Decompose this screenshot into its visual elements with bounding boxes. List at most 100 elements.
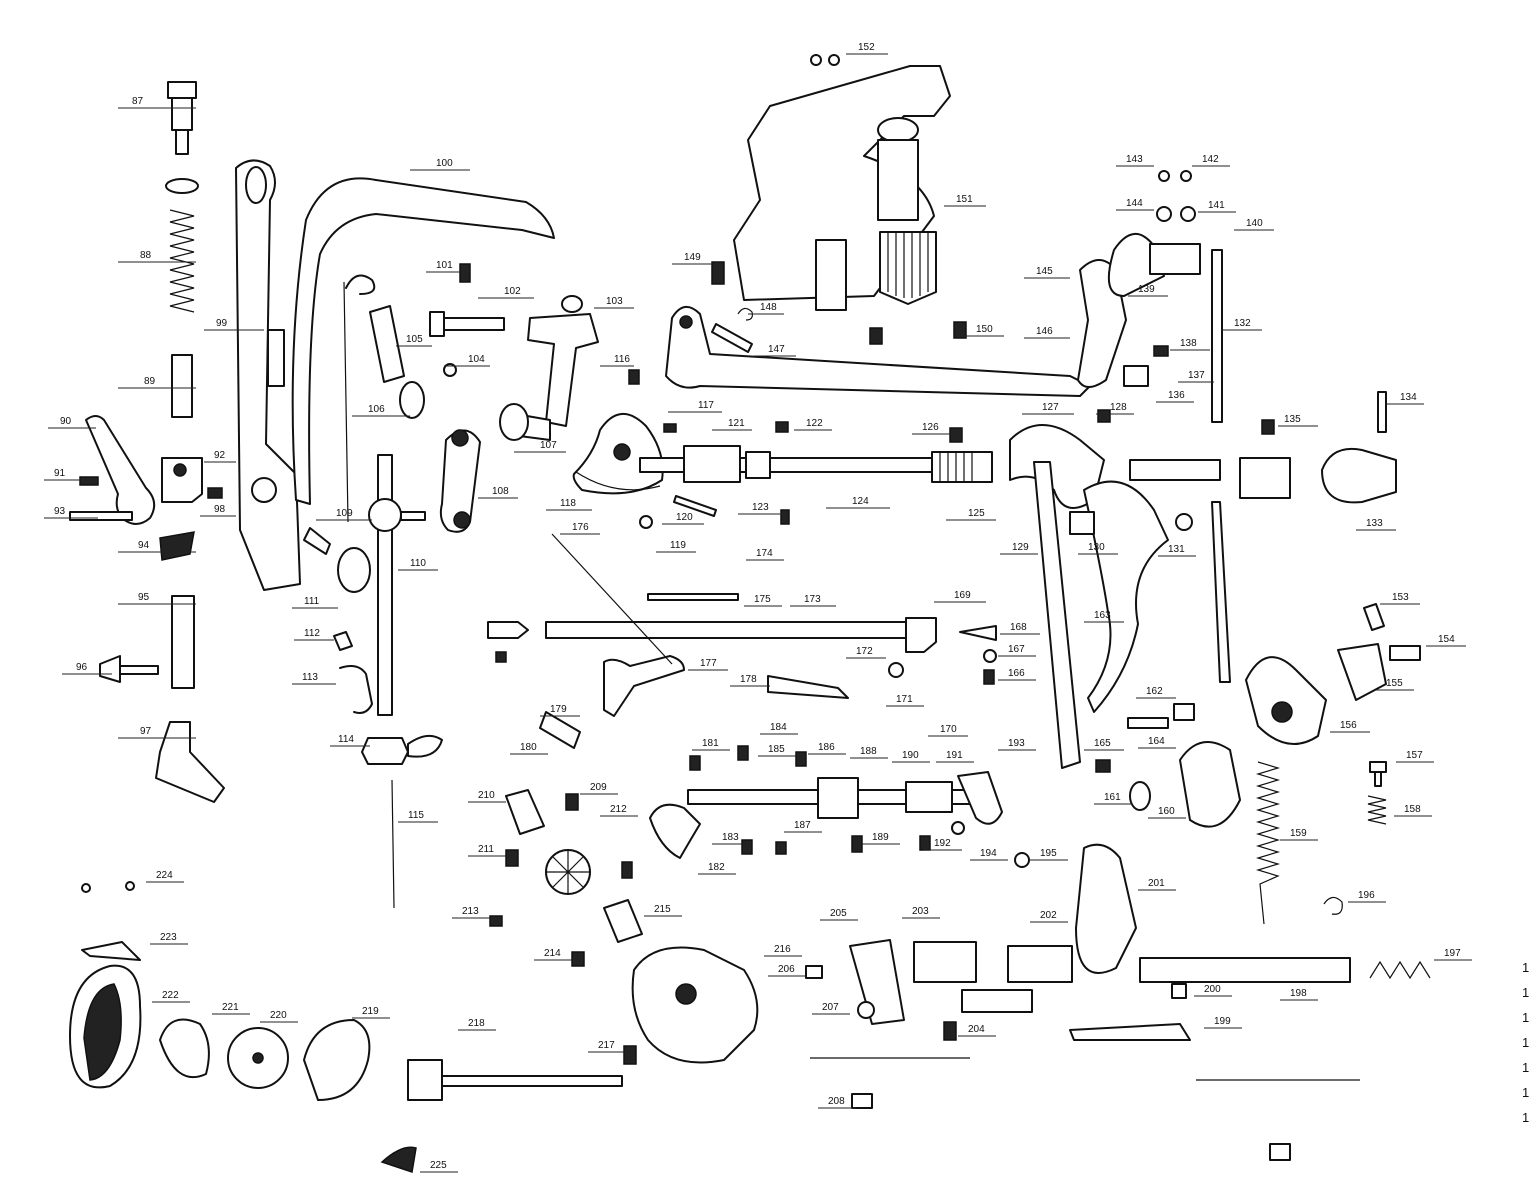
edge-mark: 1: [1522, 985, 1529, 1000]
part-126-screw: [949, 427, 963, 443]
part-136-stud: [1123, 365, 1149, 387]
part-label: 97: [140, 726, 152, 737]
part-88-spring: [169, 209, 195, 313]
part-193-crank: [957, 771, 1003, 825]
part-92-hole: [173, 463, 187, 477]
part-label: 184: [770, 722, 787, 733]
part-label: 221: [222, 1002, 239, 1013]
part-labels: 8788899091929394959697989910010110210310…: [54, 42, 1461, 1171]
part-112-screw: [333, 631, 353, 651]
part-142-screw: [1180, 170, 1192, 182]
part-97-presser-foot: [155, 721, 225, 803]
part-169-clamp: [905, 617, 937, 653]
part-label: 131: [1168, 544, 1185, 555]
part-label: 125: [968, 508, 985, 519]
part-189-screw: [851, 835, 863, 853]
part-116-screw: [628, 369, 640, 385]
part-label: 136: [1168, 390, 1185, 401]
part-191-collar: [905, 781, 953, 813]
main-shaft-assembly: [639, 391, 1397, 769]
part-151-boss: [877, 117, 919, 143]
part-label: 199: [1214, 1016, 1231, 1027]
part-label: 123: [752, 502, 769, 513]
part-148-clip: [737, 307, 753, 321]
part-146-link: [665, 306, 1091, 397]
part-label: 92: [214, 450, 226, 461]
part-102-pin: [429, 311, 505, 337]
part-153-screw: [1363, 603, 1385, 631]
part-111-thumbscrew: [303, 527, 331, 555]
part-label: 217: [598, 1040, 615, 1051]
part-151-knurl-lines: [887, 232, 929, 298]
part-194-nut: [951, 821, 965, 835]
presser-bar-assembly: [69, 81, 555, 803]
part-label: 191: [946, 750, 963, 761]
part-183-screw: [741, 839, 753, 855]
part-135-bushing: [1239, 457, 1291, 499]
part-label: 93: [54, 506, 66, 517]
part-200-screw: [1171, 983, 1187, 999]
part-label: 87: [132, 96, 144, 107]
part-label: 215: [654, 904, 671, 915]
part-label: 106: [368, 404, 385, 415]
edge-mark: 1: [1522, 1085, 1529, 1100]
part-label: 120: [676, 512, 693, 523]
part-label: 116: [614, 354, 630, 365]
part-90-lever: [85, 415, 156, 525]
part-108-eye-lower: [453, 511, 471, 529]
part-219-hook: [303, 1019, 371, 1101]
part-199-pin: [1069, 1023, 1191, 1041]
part-label: 202: [1040, 910, 1057, 921]
part-215-screw: [621, 861, 633, 879]
part-label: 147: [768, 344, 785, 355]
part-label: 130: [1088, 542, 1105, 553]
part-label: 126: [922, 422, 939, 433]
part-144-nut: [1156, 206, 1172, 222]
hook-drive: [489, 789, 759, 1065]
part-label: 152: [858, 42, 875, 53]
part-186-screw: [795, 751, 807, 767]
part-181-screw: [689, 755, 701, 771]
part-label: 133: [1366, 518, 1383, 529]
part-109-clamp: [368, 498, 402, 532]
part-224-screw: [81, 883, 91, 893]
part-203-sleeve: [913, 941, 977, 983]
part-216-hole: [675, 983, 697, 1005]
part-89-bushing: [171, 354, 193, 418]
part-178-plate: [767, 675, 849, 699]
part-204-screw: [943, 1021, 957, 1041]
part-label: 121: [728, 418, 745, 429]
part-188-collar: [817, 777, 859, 819]
part-label: 196: [1358, 890, 1375, 901]
part-106-hook: [345, 274, 376, 295]
part-215-bushing: [603, 899, 643, 943]
upper-linkage: [429, 263, 717, 533]
part-123-screw: [780, 509, 790, 525]
part-218-hub: [407, 1059, 443, 1101]
part-125-gear: [931, 451, 993, 483]
part-label: 168: [1010, 622, 1027, 633]
part-label: 94: [138, 540, 150, 551]
drive-housing: [733, 54, 967, 345]
part-131-screw: [1175, 513, 1193, 531]
part-125-teeth: [939, 452, 973, 482]
part-104-nut: [443, 363, 457, 377]
part-132-lower: [1211, 501, 1231, 683]
part-196-clip: [1323, 896, 1343, 915]
part-label: 185: [768, 744, 785, 755]
part-167-nut: [983, 649, 997, 663]
part-182-bevel-gear: [649, 803, 701, 859]
part-label: 114: [338, 734, 354, 745]
part-label: 89: [144, 376, 156, 387]
part-label: 170: [940, 724, 957, 735]
part-216-hook-housing: [631, 946, 759, 1064]
part-label: 195: [1040, 848, 1057, 859]
part-label: 192: [934, 838, 951, 849]
part-label: 156: [1340, 720, 1357, 731]
part-label: 203: [912, 906, 929, 917]
part-label: 163: [1094, 610, 1111, 621]
part-105-stud: [369, 305, 405, 383]
part-label: 110: [410, 558, 426, 569]
